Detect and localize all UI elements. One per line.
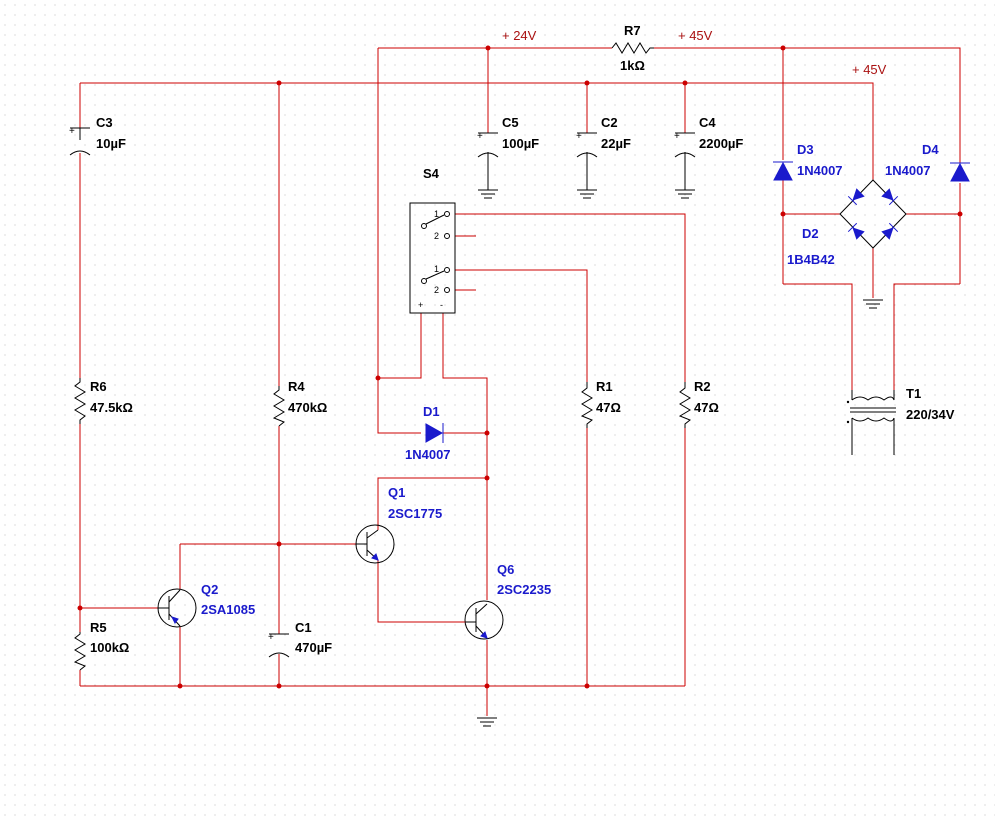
d4-value: 1N4007 xyxy=(885,163,931,178)
s4-pin-2a: 2 xyxy=(434,231,439,241)
bridge-rectifier-d2[interactable]: D2 1B4B42 xyxy=(787,179,907,309)
q6-refdes: Q6 xyxy=(497,562,514,577)
t1-value: 220/34V xyxy=(906,407,955,422)
capacitor-c2[interactable]: + C2 22µF xyxy=(576,115,631,199)
r4-value: 470kΩ xyxy=(288,400,327,415)
q1-refdes: Q1 xyxy=(388,485,405,500)
svg-text:+: + xyxy=(477,131,483,142)
capacitor-c4[interactable]: + C4 2200µF xyxy=(674,115,743,199)
net-label-45v-right: + 45V xyxy=(852,62,887,77)
junctions xyxy=(77,45,963,689)
ground-symbol xyxy=(863,299,883,309)
s4-pin-1b: 1 xyxy=(434,264,439,274)
ground-symbol xyxy=(478,186,498,199)
r6-refdes: R6 xyxy=(90,379,107,394)
ground-symbol xyxy=(675,186,695,199)
resistor-r5[interactable]: R5 100kΩ xyxy=(73,620,129,671)
t1-refdes: T1 xyxy=(906,386,921,401)
r1-refdes: R1 xyxy=(596,379,613,394)
c4-refdes: C4 xyxy=(699,115,716,130)
ground-symbol xyxy=(477,717,497,727)
diode-d3[interactable]: D3 1N4007 xyxy=(773,142,843,181)
net-label-45v-top: + 45V xyxy=(678,28,713,43)
r2-refdes: R2 xyxy=(694,379,711,394)
diode-d1[interactable]: D1 1N4007 xyxy=(405,404,451,462)
r1-value: 47Ω xyxy=(596,400,621,415)
s4-pin-1a: 1 xyxy=(434,209,439,219)
c3-refdes: C3 xyxy=(96,115,113,130)
r7-value: 1kΩ xyxy=(620,58,645,73)
d2-refdes: D2 xyxy=(802,226,819,241)
r4-refdes: R4 xyxy=(288,379,305,394)
c2-refdes: C2 xyxy=(601,115,618,130)
d3-refdes: D3 xyxy=(797,142,814,157)
d3-value: 1N4007 xyxy=(797,163,843,178)
q2-refdes: Q2 xyxy=(201,582,218,597)
c2-value: 22µF xyxy=(601,136,631,151)
q2-value: 2SA1085 xyxy=(201,602,255,617)
s4-plus-label: + xyxy=(418,300,423,310)
transistor-q2[interactable]: Q2 2SA1085 xyxy=(157,582,255,628)
r2-value: 47Ω xyxy=(694,400,719,415)
r5-value: 100kΩ xyxy=(90,640,129,655)
capacitor-c1[interactable]: + C1 470µF xyxy=(268,620,332,658)
svg-text:+: + xyxy=(268,632,274,643)
s4-minus-label: - xyxy=(440,300,443,310)
resistor-r1[interactable]: R1 47Ω xyxy=(580,379,621,428)
capacitor-c3[interactable]: + C3 10µF xyxy=(69,115,126,156)
q1-value: 2SC1775 xyxy=(388,506,442,521)
c5-refdes: C5 xyxy=(502,115,519,130)
resistor-r6[interactable]: R6 47.5kΩ xyxy=(74,378,133,424)
c4-value: 2200µF xyxy=(699,136,743,151)
r6-value: 47.5kΩ xyxy=(90,400,133,415)
r7-refdes: R7 xyxy=(624,23,641,38)
svg-text:+: + xyxy=(69,126,75,137)
capacitor-c5[interactable]: + C5 100µF xyxy=(477,115,539,199)
c1-value: 470µF xyxy=(295,640,332,655)
resistor-r4[interactable]: R4 470kΩ xyxy=(272,379,327,427)
transistor-q6[interactable]: Q6 2SC2235 xyxy=(464,562,551,640)
diode-d4[interactable]: D4 1N4007 xyxy=(885,142,970,182)
c1-refdes: C1 xyxy=(295,620,312,635)
transistor-q1[interactable]: Q1 2SC1775 xyxy=(355,485,442,564)
svg-text:+: + xyxy=(674,131,680,142)
wires xyxy=(79,47,961,716)
r5-refdes: R5 xyxy=(90,620,107,635)
d4-refdes: D4 xyxy=(922,142,939,157)
c3-value: 10µF xyxy=(96,136,126,151)
d1-refdes: D1 xyxy=(423,404,440,419)
svg-text:+: + xyxy=(576,131,582,142)
transformer-t1[interactable]: T1 220/34V xyxy=(846,386,955,455)
c5-value: 100µF xyxy=(502,136,539,151)
d2-value: 1B4B42 xyxy=(787,252,835,267)
net-label-24v: + 24V xyxy=(502,28,537,43)
resistor-r7[interactable]: R7 1kΩ xyxy=(611,23,654,73)
q6-value: 2SC2235 xyxy=(497,582,551,597)
switch-s4[interactable]: S4 1 2 1 2 + - xyxy=(409,166,456,314)
d1-value: 1N4007 xyxy=(405,447,451,462)
s4-pin-2b: 2 xyxy=(434,285,439,295)
resistor-r2[interactable]: R2 47Ω xyxy=(678,379,719,428)
s4-refdes: S4 xyxy=(423,166,440,181)
ground-symbol xyxy=(577,186,597,199)
